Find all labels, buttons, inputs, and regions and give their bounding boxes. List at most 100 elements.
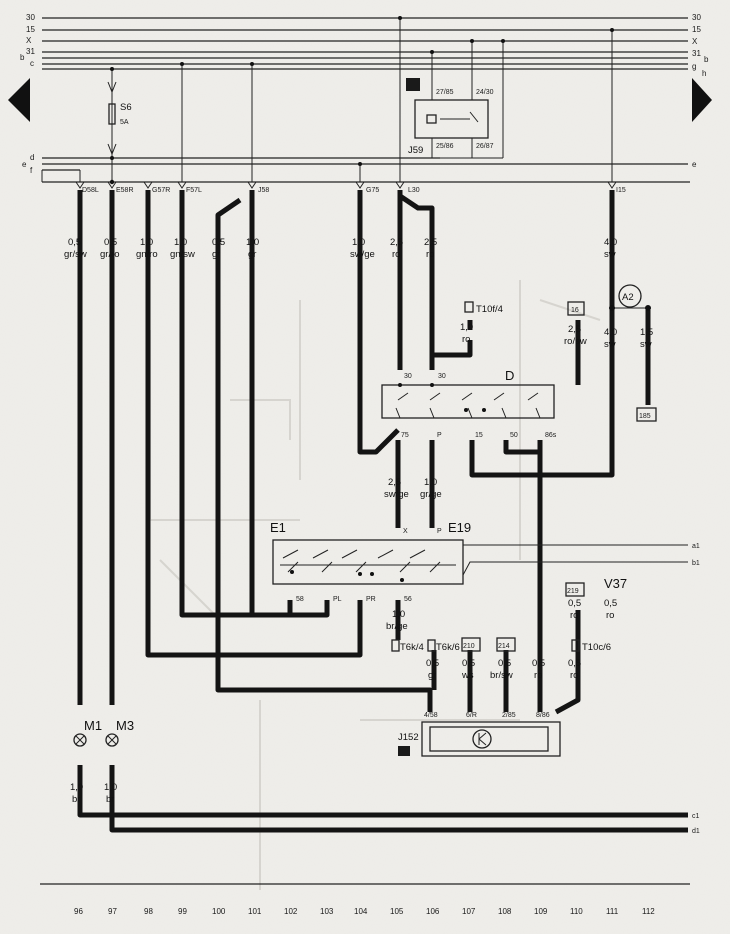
wire-color: br (106, 794, 114, 805)
terminal-label: F57L (186, 187, 202, 194)
bus-label-left: b (20, 53, 25, 62)
svg-text:16: 16 (571, 307, 579, 314)
svg-text:108: 108 (498, 907, 512, 916)
bus-feeders (79, 16, 614, 182)
connector-label: T6k/6 (436, 642, 460, 653)
svg-text:109: 109 (534, 907, 548, 916)
wire-size: 4,0 (604, 237, 617, 248)
thick-wires (77, 190, 688, 833)
svg-text:6/R: 6/R (466, 712, 477, 719)
bus-lines (41, 17, 690, 183)
bus-label-right: a1 (692, 543, 700, 550)
connector-label: T6k/4 (400, 642, 424, 653)
svg-text:100: 100 (212, 907, 226, 916)
wire-size: 0,5 (604, 598, 617, 609)
svg-text:106: 106 (426, 907, 440, 916)
wire-size: 2,5 (390, 237, 403, 248)
ground-label: c1 (692, 813, 700, 820)
svg-text:58: 58 (296, 596, 304, 603)
wire-size: 1,5 (640, 327, 653, 338)
wire-color: br/sw (490, 670, 513, 681)
svg-text:101: 101 (248, 907, 262, 916)
switch-label: E19 (448, 520, 471, 535)
bus-label-left: e (22, 160, 27, 169)
component-label: V37 (604, 576, 627, 591)
terminal-label: D58L (82, 187, 99, 194)
ground-a2: A2 4,0 sw 1,5 sw 185 (604, 284, 657, 422)
previous-page-arrow-icon[interactable] (8, 78, 30, 122)
svg-text:4/58: 4/58 (424, 712, 438, 719)
lamp-label: M3 (116, 718, 134, 733)
bus-label-left: 30 (26, 13, 35, 22)
wire-color: gr/ro (100, 249, 120, 260)
wire-size: 1,0 (174, 237, 187, 248)
svg-text:P: P (437, 528, 442, 535)
bus-label-right: 31 (692, 49, 701, 58)
svg-text:30: 30 (438, 373, 446, 380)
bus-label-right: e (692, 160, 697, 169)
bus-label-left: c (30, 59, 34, 68)
wire-size: 0,5 (426, 658, 439, 669)
terminal-label: G75 (366, 187, 379, 194)
wire-color: sw (604, 339, 616, 350)
lower-connectors: 1,0 br/ge T6k/4 T6k/6 210 214 219 V37 T1… (386, 576, 627, 653)
wire-size: 1,0 (352, 237, 365, 248)
lamps: M1 M3 1,0 br 1,0 br c1 d1 (70, 718, 700, 835)
terminal-chevrons (75, 181, 617, 189)
wire-size: 1,0 (70, 782, 83, 793)
svg-text:96: 96 (74, 907, 83, 916)
fuse-label: S6 (120, 102, 132, 113)
relay-j59: 27/85 24/30 25/86 26/87 J59 (406, 39, 505, 159)
wire-color: sw/ge (350, 249, 375, 260)
wire-color: ro/sw (564, 336, 587, 347)
terminal-label: E58R (116, 187, 134, 194)
column-numbers: 96 97 98 99 100 101 102 103 104 105 106 … (40, 883, 690, 916)
relay-label: J59 (408, 145, 423, 156)
wire-size: 0,5 (68, 237, 81, 248)
fuse-rating: 5A (120, 119, 129, 126)
wire-color: ro (606, 610, 614, 621)
svg-text:15: 15 (475, 432, 483, 439)
wire-color: gr/ge (420, 489, 442, 500)
svg-text:75: 75 (401, 432, 409, 439)
fuse-s6: S6 5A (107, 67, 132, 185)
wire-color: ws (461, 670, 474, 681)
wire-size: 1,0 (424, 477, 437, 488)
wire-labels-top: 0,5 gr/sw 0,5 gr/ro 1,0 gn/ro 1,0 gn/sw … (64, 237, 617, 260)
wire-size: 1,0 (246, 237, 259, 248)
relay-j152: 4/58 6/R 2/85 8/86 J152 (398, 712, 561, 757)
connector-label: T10c/6 (582, 642, 611, 653)
svg-text:PR: PR (366, 596, 376, 603)
wire-size: 2,5 (388, 477, 401, 488)
wire-color: ro (426, 249, 434, 260)
next-page-arrow-icon[interactable] (692, 78, 712, 122)
svg-text:86s: 86s (545, 432, 557, 439)
wire-color: ro (392, 249, 400, 260)
wire-color: gn/ro (136, 249, 158, 260)
wire-size: 1,0 (460, 322, 473, 333)
wire-color: br (72, 794, 80, 805)
wire-labels-middle: 2,5 sw/ge 1,0 gr/ge (384, 477, 442, 500)
svg-text:185: 185 (639, 413, 651, 420)
wire-size: 0,5 (568, 658, 581, 669)
svg-text:99: 99 (178, 907, 187, 916)
wire-color: sw (604, 249, 616, 260)
wire-color: gr (428, 670, 436, 681)
bus-label-left: X (26, 36, 32, 45)
bus-label-right: 15 (692, 25, 701, 34)
wire-color: ro (534, 670, 542, 681)
wire-color: sw/ge (384, 489, 409, 500)
svg-text:112: 112 (642, 907, 655, 916)
ground-label: d1 (692, 828, 700, 835)
top-terminals: D58L E58R G57R F57L J58 G75 L30 I15 (82, 187, 626, 194)
svg-text:A2: A2 (622, 292, 634, 303)
svg-text:56: 56 (404, 596, 412, 603)
wire-size: 2,5 (424, 237, 437, 248)
svg-text:PL: PL (333, 596, 342, 603)
svg-text:X: X (403, 528, 408, 535)
wire-size: 0,5 (462, 658, 475, 669)
wire-color: br/ge (386, 621, 408, 632)
bus-labels-right: 30 15 X 31 b g h e (692, 13, 709, 169)
bus-label-left: d (30, 153, 34, 162)
